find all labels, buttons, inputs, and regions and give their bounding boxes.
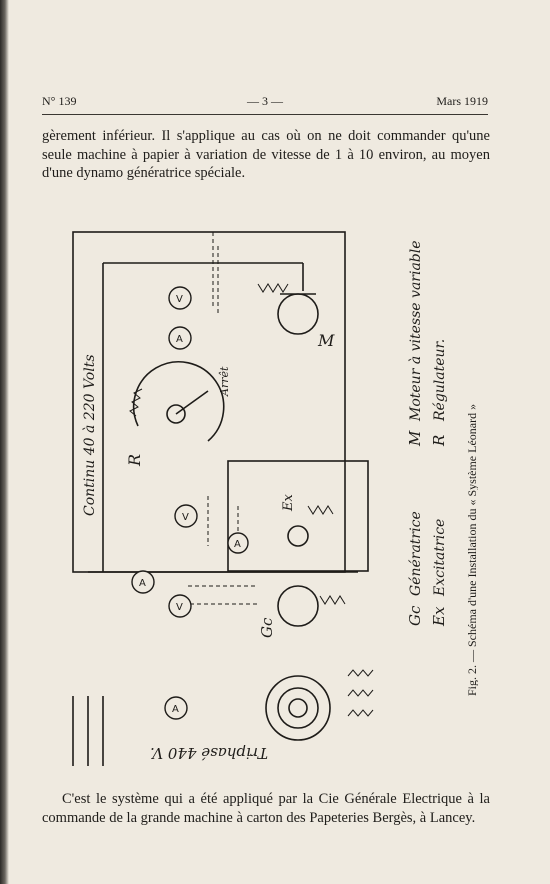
induction-motor-inner: [288, 698, 308, 718]
motor-m-label: M: [317, 331, 335, 350]
regulator-r-resistor: [129, 388, 143, 417]
dc-supply-label: Continu 40 à 220 Volts: [82, 354, 98, 516]
stop-label: Arrêt: [218, 366, 231, 397]
header-rule: [42, 114, 488, 115]
wiring-diagram-figure: Continu 40 à 220 Volts M V A R Arrêt Ex …: [58, 226, 478, 766]
ammeter-ac: [164, 696, 188, 720]
exciter-frame: [227, 460, 369, 572]
legend-ex-code: Ex: [430, 606, 448, 627]
regulator-r-arm: [175, 390, 209, 415]
control-wiring-dashed: [183, 232, 258, 605]
regulator-r-hub: [166, 404, 186, 424]
legend-m-code: M: [406, 430, 424, 447]
issue-number: N° 139: [42, 94, 77, 108]
legend-gc-code: Gc: [406, 605, 424, 626]
ammeter-exciter: [227, 532, 249, 554]
ammeter-generator-label: A: [139, 578, 146, 589]
legend-r-text: Régulateur.: [432, 339, 448, 422]
ammeter-ac-label: A: [172, 704, 179, 715]
running-header: N° 139 — 3 — Mars 1919: [42, 94, 488, 114]
legend-r-code: R: [430, 435, 448, 447]
exciter-ex-field: [307, 505, 334, 515]
generator-gc-field: [319, 595, 346, 605]
motor-m-armature: [277, 293, 319, 335]
figure-caption: Fig. 2. — Schéma d'une Installation du «…: [465, 404, 478, 696]
page-binding-edge: [0, 0, 9, 884]
voltmeter-exciter-label: V: [182, 512, 189, 523]
three-phase-lines: [72, 696, 104, 766]
regulator-r-arc: [132, 361, 225, 442]
voltmeter-motor-label: V: [176, 294, 183, 305]
ammeter-exciter-label: A: [234, 539, 241, 550]
voltmeter-generator-label: V: [176, 602, 183, 613]
induction-motor-mid: [277, 687, 319, 729]
exciter-ex-label: Ex: [281, 494, 296, 512]
intro-paragraph: gèrement inférieur. Il s'applique au cas…: [42, 128, 490, 181]
diagram-legend: Gc Génératrice Ex Excitatrice M Moteur à…: [406, 240, 478, 696]
rotor-resistances: [347, 669, 374, 717]
issue-date: Mars 1919: [436, 94, 488, 108]
legend-ex-text: Excitatrice: [432, 519, 448, 597]
generator-gc-label: Gc: [258, 617, 276, 638]
motor-m-field-coil: [257, 283, 289, 293]
voltmeter-motor: [168, 286, 192, 310]
outro-text: C'est le système qui a été appliqué par …: [42, 791, 490, 826]
outro-paragraph: C'est le système qui a été appliqué par …: [42, 790, 490, 827]
ammeter-generator: [131, 570, 155, 594]
page-number: — 3 —: [247, 94, 283, 108]
regulator-r-label: R: [125, 454, 144, 467]
legend-gc-text: Génératrice: [408, 511, 424, 596]
ammeter-motor: [168, 326, 192, 350]
ammeter-motor-label: A: [176, 334, 183, 345]
legend-m-text: Moteur à vitesse variable: [408, 240, 424, 422]
generator-gc-armature: [277, 585, 319, 627]
ac-supply-label: Triphasé 440 V.: [150, 744, 268, 762]
voltmeter-generator: [168, 594, 192, 618]
exciter-ex-armature: [287, 525, 309, 547]
induction-motor-outer: [265, 675, 331, 741]
voltmeter-exciter: [174, 504, 198, 528]
wiring-diagram: Continu 40 à 220 Volts M V A R Arrêt Ex …: [72, 231, 478, 766]
dc-supply-frame: [72, 231, 346, 573]
